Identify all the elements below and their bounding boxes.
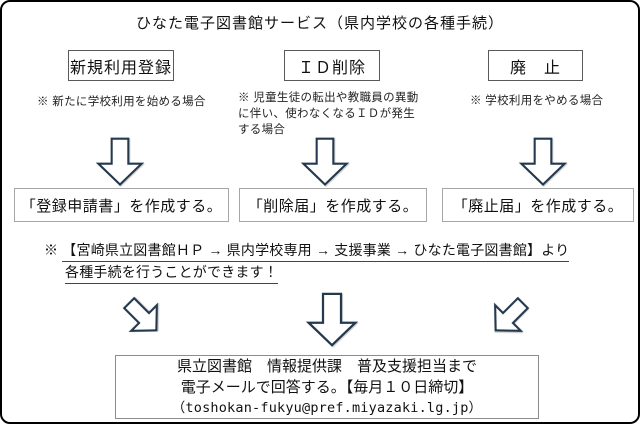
down-arrow-icon [95,137,145,186]
down-left-arrow-icon [494,296,530,332]
hp-note-path: 【宮崎県立図書館ＨＰ → 県内学校専用 → 支援事業 → ひなた電子図書館】より [62,242,570,262]
note-id-deletion: ※ 児童生徒の転出や教職員の異動 に伴い、使わなくなるＩＤが発生 する場合 [238,92,419,136]
down-arrow-icon [300,137,350,186]
procedure-box-new-registration: 新規利用登録 [68,50,174,81]
page-title: ひなた電子図書館サービス（県内学校の各種手続） [135,15,504,32]
hp-note-line1: ※ 【宮崎県立図書館ＨＰ → 県内学校専用 → 支援事業 → ひなた電子図書館】… [44,240,570,262]
result-box-abolition-form: 「廃止届」を作成する。 [442,188,634,222]
contact-email: （toshokan-fukyu@pref.miyazaki.lg.jp） [171,399,483,416]
result-box-registration-form: 「登録申請書」を作成する。 [14,188,229,222]
procedure-box-id-deletion: ＩＤ削除 [284,50,380,81]
note-abolition: ※ 学校利用をやめる場合 [470,95,604,107]
procedure-box-abolition: 廃 止 [488,50,583,81]
hp-note-line2: 各種手続を行うことができます！ [65,262,278,284]
down-right-arrow-icon [122,296,158,332]
note-new-registration: ※ 新たに学校利用を始める場合 [37,96,206,108]
contact-box: 県立図書館 情報提供課 普及支援担当まで 電子メールで回答する。【毎月１０日締切… [115,355,539,419]
hp-note-marker: ※ [44,242,63,258]
down-arrow-icon [518,137,568,186]
contact-line-department: 県立図書館 情報提供課 普及支援担当まで [176,357,477,375]
contact-line-deadline: 電子メールで回答する。【毎月１０日締切】 [180,378,474,396]
down-arrow-icon [305,292,359,347]
result-box-deletion-form: 「削除届」を作成する。 [239,188,427,222]
